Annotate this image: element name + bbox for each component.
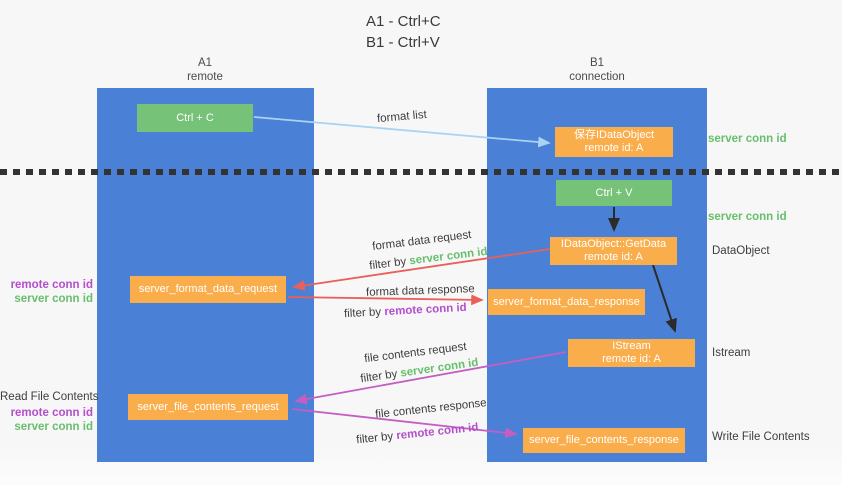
right-server-conn-id-1: server conn id	[708, 133, 787, 145]
istream-node: IStream remote id: A	[568, 339, 695, 367]
ctrl-v-node: Ctrl + V	[556, 180, 672, 206]
server-format-data-request-label: server_format_data_request	[138, 283, 278, 295]
save-dataobject-node: 保存IDataObject remote id: A	[555, 127, 673, 157]
ctrl-c-node: Ctrl + C	[137, 104, 253, 132]
remote-conn-id-text: remote conn id	[383, 301, 467, 319]
ctrl-v-label: Ctrl + V	[595, 186, 633, 199]
server-conn-id-text: server conn id	[399, 356, 480, 380]
format-list-label: format list	[376, 108, 428, 126]
file-contents-response-label: file contents response	[374, 397, 488, 421]
right-server-conn-id-2: server conn id	[708, 211, 787, 223]
server-file-contents-request-node: server_file_contents_request	[128, 394, 288, 420]
getdata-line2: remote id: A	[584, 251, 643, 263]
server-format-data-response-node: server_format_data_response	[488, 289, 645, 315]
lane-a-role: remote	[187, 71, 223, 83]
lane-b-role: connection	[569, 71, 625, 83]
write-file-contents-label: Write File Contents	[712, 431, 810, 443]
left-conn-id-group-1: remote conn id server conn id	[0, 279, 93, 306]
read-file-contents-label: Read File Contents	[0, 391, 99, 403]
left-server-conn-id-2: server conn id	[14, 420, 93, 433]
server-file-contents-response-label: server_file_contents_response	[529, 434, 679, 446]
save-dataobject-line1: 保存IDataObject	[573, 129, 655, 141]
file-contents-response-filter-label: filter by remote conn id	[356, 422, 479, 447]
server-format-data-response-label: server_format_data_response	[493, 295, 640, 308]
lane-a-name: A1	[197, 57, 213, 69]
remote-conn-id-text: remote conn id	[395, 421, 480, 443]
istream-line2: remote id: A	[602, 353, 661, 365]
save-dataobject-line2: remote id: A	[584, 142, 644, 154]
lane-a-header: A1 remote	[145, 56, 265, 84]
istream-side-label: Istream	[712, 347, 751, 359]
istream-line1: IStream	[612, 340, 651, 352]
getdata-node: IDataObject::GetData remote id: A	[550, 237, 677, 265]
left-remote-conn-id-1: remote conn id	[10, 279, 93, 291]
server-conn-id-text: server conn id	[408, 245, 489, 268]
filter-by-text: filter by	[359, 368, 399, 386]
lane-b-name: B1	[589, 57, 605, 69]
server-file-contents-request-label: server_file_contents_request	[137, 400, 279, 413]
title-line-2: B1 - Ctrl+V	[366, 34, 440, 51]
left-remote-conn-id-2: remote conn id	[10, 407, 93, 419]
left-conn-id-group-2: remote conn id server conn id	[0, 407, 93, 434]
dataobject-label: DataObject	[712, 245, 770, 257]
getdata-line1: IDataObject::GetData	[560, 238, 667, 250]
format-data-response-filter-label: filter by remote conn id	[344, 302, 467, 320]
filter-by-text: filter by	[355, 430, 394, 447]
ctrl-c-label: Ctrl + C	[176, 111, 214, 124]
session-divider	[0, 169, 842, 175]
server-file-contents-response-node: server_file_contents_response	[523, 428, 685, 453]
server-format-data-request-node: server_format_data_request	[130, 276, 286, 303]
filter-by-text: filter by	[368, 255, 407, 273]
lane-b-header: B1 connection	[537, 56, 657, 84]
filter-by-text: filter by	[343, 306, 382, 321]
left-server-conn-id-1: server conn id	[14, 292, 93, 305]
title-line-1: A1 - Ctrl+C	[366, 13, 441, 30]
diagram-title: A1 - Ctrl+C B1 - Ctrl+V	[366, 11, 441, 53]
format-data-response-label: format data response	[365, 283, 475, 299]
